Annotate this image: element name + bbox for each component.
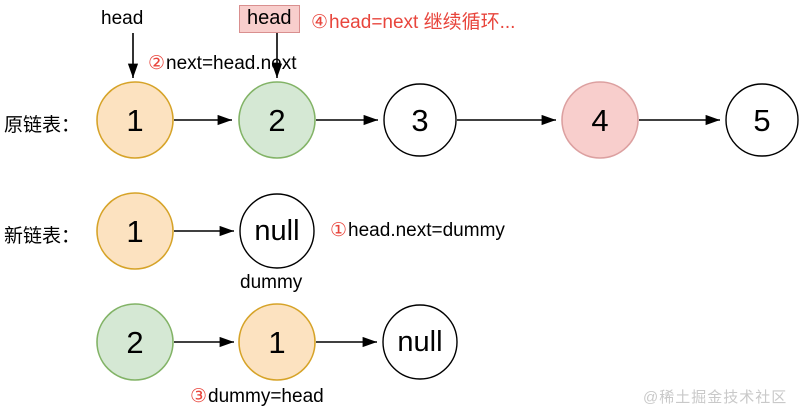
annotation-step-1-text: head.next=dummy	[348, 220, 505, 241]
head-pointer-label-plain: head	[101, 8, 144, 29]
annotation-step-3: ③ dummy=head	[190, 385, 324, 408]
annotation-step-3-text: dummy=head	[208, 386, 324, 407]
row-label-new-list: 新链表：	[4, 226, 81, 247]
node-circle-new-null[interactable]	[239, 193, 315, 269]
node-circle-res-null[interactable]	[382, 304, 458, 380]
head-pointer-label-highlight[interactable]: head	[239, 5, 300, 33]
node-circle-new-1[interactable]	[96, 192, 174, 270]
node-circle-orig-2[interactable]	[238, 81, 316, 159]
node-circle-orig-3[interactable]	[383, 83, 457, 157]
dummy-pointer-label: dummy	[240, 272, 303, 293]
annotation-step-1: ① head.next=dummy	[330, 219, 505, 242]
annotation-step-4-number: ④	[311, 12, 329, 33]
node-circle-res-1[interactable]	[238, 303, 316, 381]
node-circle-orig-1[interactable]	[96, 81, 174, 159]
annotation-step-2-text: next=head.next	[166, 53, 297, 74]
annotation-step-1-number: ①	[330, 220, 348, 241]
row-label-original-list: 原链表：	[4, 115, 81, 136]
annotation-step-4: ④ head=next 继续循环...	[311, 7, 515, 34]
node-circle-orig-4[interactable]	[561, 81, 639, 159]
node-circle-orig-5[interactable]	[725, 83, 799, 157]
annotation-step-2: ② next=head.next	[148, 52, 297, 75]
watermark-text: @稀土掘金技术社区	[643, 389, 788, 406]
annotation-step-2-number: ②	[148, 53, 166, 74]
annotation-step-4-text: head=next 继续循环...	[329, 12, 516, 33]
node-circle-res-2[interactable]	[96, 303, 174, 381]
annotation-step-3-number: ③	[190, 386, 208, 407]
